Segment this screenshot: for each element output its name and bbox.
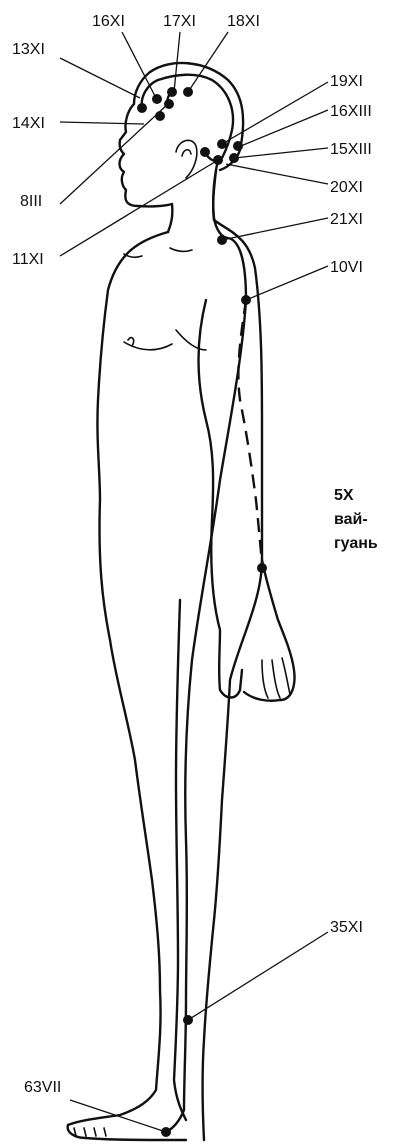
- point-10vi: [241, 295, 251, 305]
- point-19xi: [217, 139, 227, 149]
- label-14xi: 14XI: [12, 115, 45, 132]
- leader-lines: [60, 32, 328, 1132]
- point-18xi: [183, 87, 193, 97]
- label-21xi: 21XI: [330, 211, 363, 228]
- point-21xi: [217, 235, 227, 245]
- label-10vi: 10VI: [330, 259, 363, 276]
- point-labels: 13XI 16XI 17XI 18XI 14XI 8III 11XI 19XI …: [12, 13, 378, 1096]
- label-5x-sub2: гуань: [334, 535, 378, 552]
- label-11xi: 11XI: [12, 251, 44, 268]
- point-16xi: [152, 94, 162, 104]
- label-15xiii: 15XIII: [330, 141, 372, 158]
- label-16xiii: 16XIII: [330, 103, 372, 120]
- label-18xi: 18XI: [227, 13, 260, 30]
- point-63vii: [161, 1127, 171, 1137]
- label-5x-sub1: вай-: [334, 511, 368, 528]
- point-15xiii: [229, 153, 239, 163]
- label-63vii: 63VII: [24, 1079, 61, 1096]
- label-17xi: 17XI: [163, 13, 196, 30]
- label-20xi: 20XI: [330, 179, 363, 196]
- point-20xi: [213, 155, 223, 165]
- point-11xi: [200, 147, 210, 157]
- label-19xi: 19XI: [330, 73, 363, 90]
- label-5x: 5X: [334, 487, 354, 504]
- point-35xi: [183, 1015, 193, 1025]
- point-17xi: [167, 87, 177, 97]
- point-markers: [137, 87, 267, 1137]
- label-8iii: 8III: [20, 193, 42, 210]
- label-16xi: 16XI: [92, 13, 125, 30]
- human-figure-outline: [68, 63, 295, 1140]
- point-14xi: [155, 111, 165, 121]
- point-16xiii: [233, 141, 243, 151]
- point-5x: [257, 563, 267, 573]
- point-8iii: [164, 99, 174, 109]
- label-35xi: 35XI: [330, 919, 363, 936]
- label-13xi: 13XI: [12, 41, 45, 58]
- point-13xi: [137, 103, 147, 113]
